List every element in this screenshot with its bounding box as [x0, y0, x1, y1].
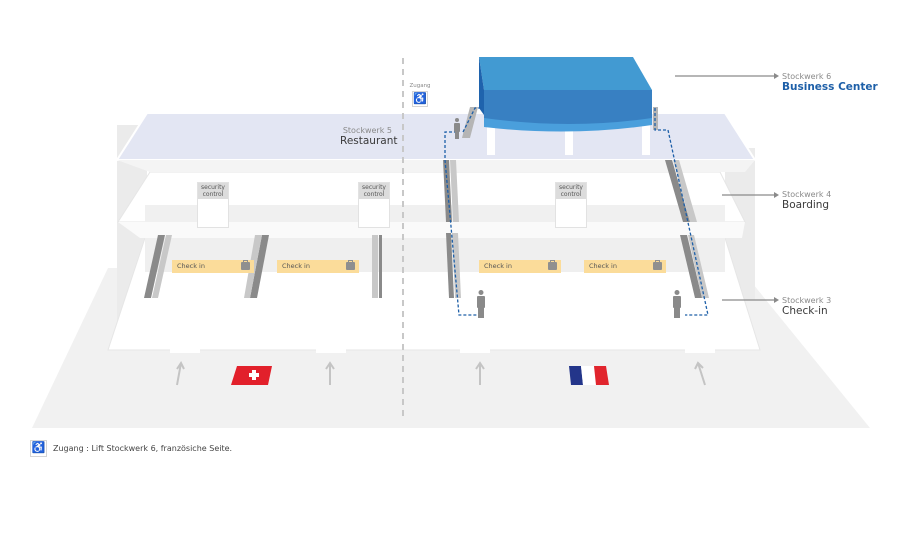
- business-center-block: [479, 57, 652, 155]
- luggage-icon: [241, 260, 250, 270]
- legend: ♿ Zugang : Lift Stockwerk 6, französiche…: [30, 440, 232, 457]
- floor-name: Restaurant: [340, 135, 398, 148]
- floor-level: Stockwerk 3: [782, 296, 832, 305]
- floor-name: Check-in: [782, 305, 828, 318]
- checkin-desk-4: Check in: [584, 260, 666, 273]
- floor-level: Stockwerk 5: [342, 126, 392, 135]
- floor-label-5: Stockwerk 5 Restaurant: [340, 126, 398, 148]
- luggage-icon: [548, 260, 557, 270]
- floor-label-6: Stockwerk 6 Business Center: [782, 72, 878, 93]
- access-label: Zugang: [409, 83, 431, 89]
- legend-text: Zugang : Lift Stockwerk 6, französiche S…: [53, 444, 233, 453]
- accessible-route: [444, 131, 477, 316]
- luggage-icon: [346, 260, 355, 270]
- floor-name: Business Center: [782, 81, 878, 94]
- swiss-flag: [231, 366, 272, 385]
- checkin-desk-3: Check in: [479, 260, 561, 273]
- wheelchair-icon: ♿: [412, 91, 428, 107]
- floor-label-4: Stockwerk 4 Boarding: [782, 190, 831, 211]
- floor-label-3: Stockwerk 3 Check-in: [782, 296, 831, 317]
- luggage-icon: [653, 260, 662, 270]
- entrance-arrows: [176, 361, 706, 386]
- floor-name: Boarding: [782, 199, 830, 212]
- floor-level: Stockwerk 6: [782, 72, 832, 81]
- french-flag: [569, 366, 609, 385]
- floor-level: Stockwerk 4: [782, 190, 832, 199]
- checkin-desk-2: Check in: [277, 260, 359, 273]
- checkin-desk-1: Check in: [172, 260, 254, 273]
- wheelchair-icon: ♿: [30, 440, 47, 457]
